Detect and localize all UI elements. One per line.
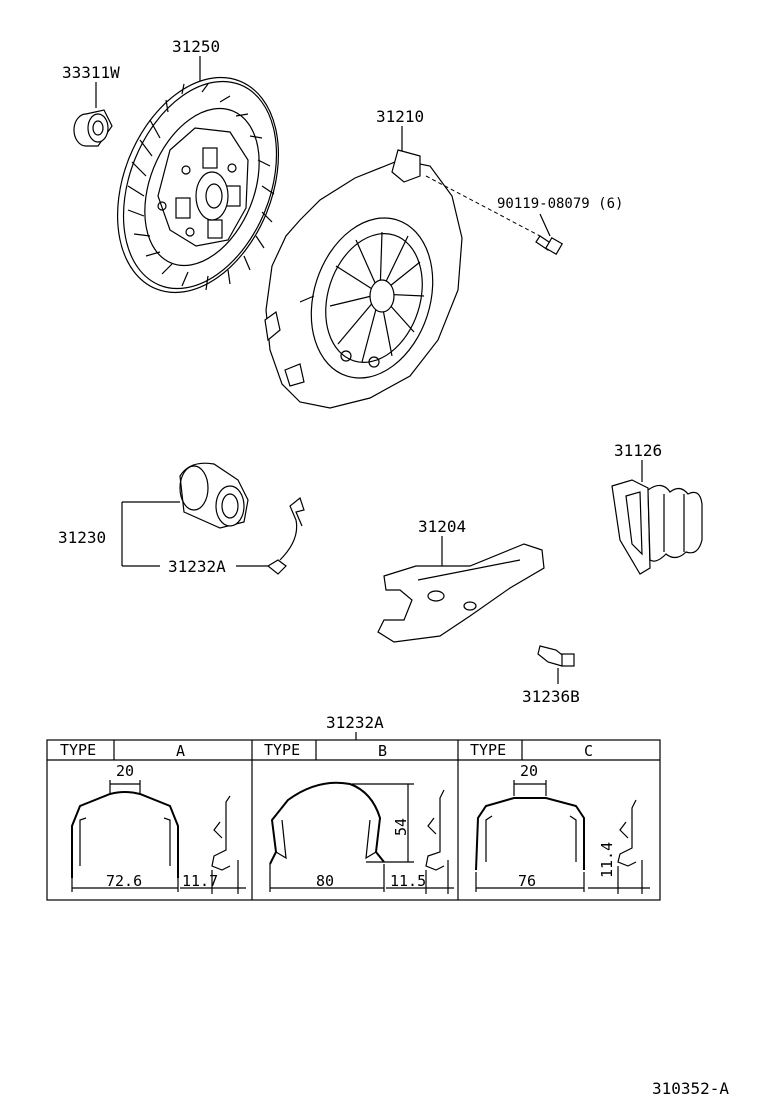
bearing-33311w: 33311W: [62, 63, 120, 147]
label-31250[interactable]: 31250: [172, 37, 220, 56]
stud-31236b: 31236B: [522, 645, 580, 706]
figure-id: 310352-A: [652, 1079, 729, 1098]
type-b-height: 54: [392, 818, 410, 836]
label-90119[interactable]: 90119-08079 (6): [497, 196, 623, 212]
label-31236b[interactable]: 31236B: [522, 687, 580, 706]
type-c-width: 76: [518, 872, 536, 890]
type-a-width: 72.6: [106, 872, 142, 890]
label-31230[interactable]: 31230: [58, 528, 106, 547]
type-b-value: B: [378, 742, 387, 760]
type-a-depth: 11.7: [182, 872, 218, 890]
type-c-label: TYPE: [470, 741, 506, 759]
type-c-value: C: [584, 742, 593, 760]
type-c-top-width: 20: [520, 762, 538, 780]
label-31126[interactable]: 31126: [614, 441, 662, 460]
type-c-depth: 11.4: [598, 842, 616, 878]
bolt-90119: 90119-08079 (6): [425, 175, 623, 256]
label-31232a[interactable]: 31232A: [168, 557, 226, 576]
clip-type-table: 31232A TYPE A TYPE B TYPE C 20 72.6: [46, 713, 661, 901]
clutch-cover-31210: 31210: [264, 107, 463, 409]
table-title: 31232A: [326, 713, 384, 732]
type-a-label: TYPE: [60, 741, 96, 759]
type-b-label: TYPE: [264, 741, 300, 759]
type-a-value: A: [176, 742, 185, 760]
clip-type-a: 20 72.6 11.7: [71, 762, 246, 894]
clip-type-b: 54 80 11.5: [269, 781, 454, 894]
clip-type-c: 20 76 11.4: [475, 762, 650, 894]
boot-31126: 31126: [611, 441, 703, 575]
clip-31232a-small: 31232A: [168, 496, 305, 576]
type-b-depth: 11.5: [390, 872, 426, 890]
label-33311w[interactable]: 33311W: [62, 63, 120, 82]
label-31204[interactable]: 31204: [418, 517, 466, 536]
type-b-width: 80: [316, 872, 334, 890]
release-bearing-31230: 31230: [58, 462, 249, 567]
type-a-top-width: 20: [116, 762, 134, 780]
clutch-disc-31250: 31250: [116, 37, 280, 294]
release-fork-31204: 31204: [377, 517, 545, 643]
label-31210[interactable]: 31210: [376, 107, 424, 126]
